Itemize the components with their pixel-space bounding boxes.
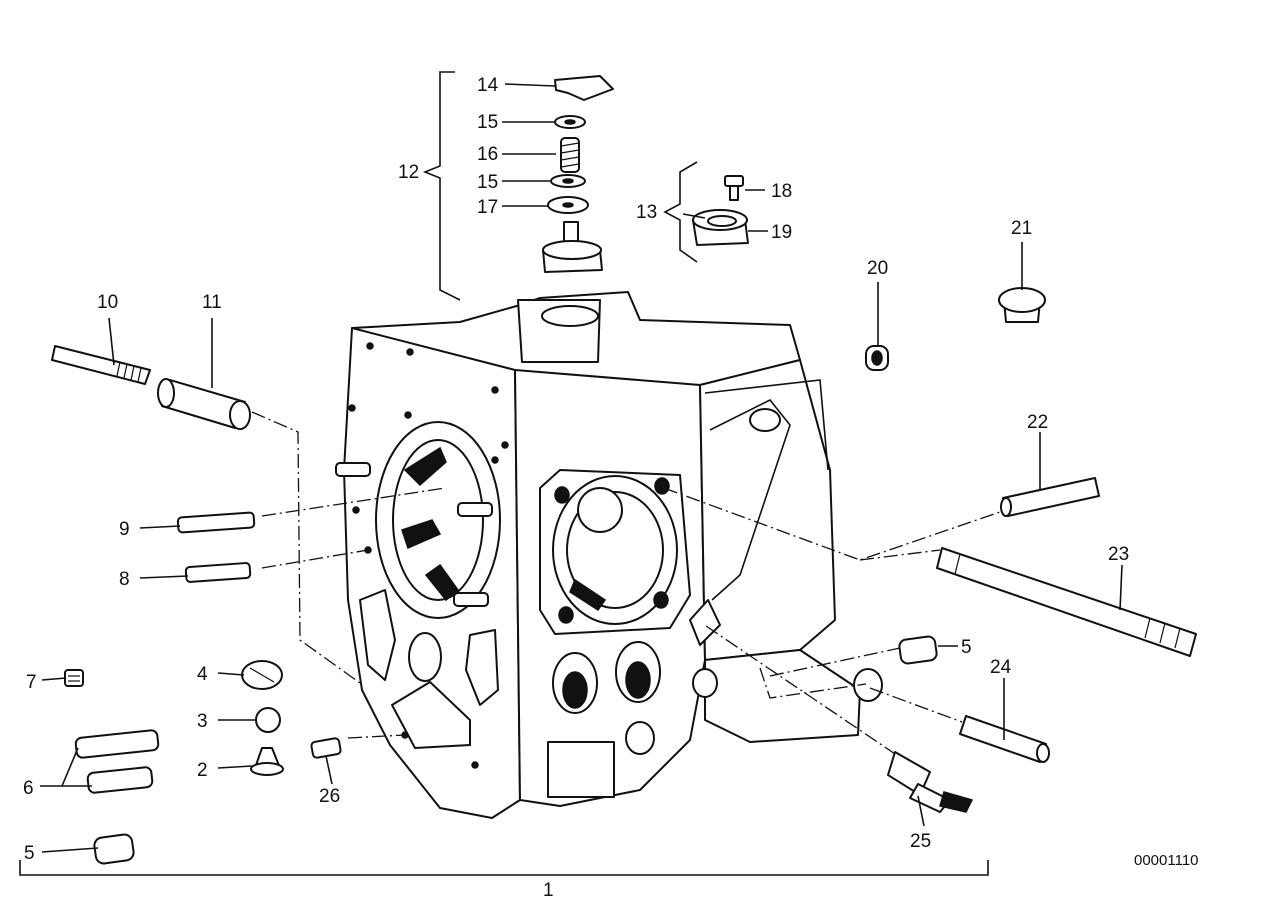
part-5-plug-right bbox=[898, 635, 938, 665]
callout-3: 3 bbox=[197, 711, 208, 732]
part-23-long-stud bbox=[936, 547, 1197, 657]
callout-16: 16 bbox=[477, 144, 498, 165]
callout-20: 20 bbox=[867, 258, 888, 279]
part-22-pin bbox=[1000, 477, 1100, 517]
callout-25: 25 bbox=[910, 831, 931, 852]
part-11-sleeve bbox=[157, 378, 251, 430]
callout-5-left: 5 bbox=[24, 843, 35, 864]
callout-26: 26 bbox=[319, 786, 340, 807]
callout-11: 11 bbox=[202, 292, 222, 313]
assembly-lines bbox=[251, 411, 1001, 761]
callout-4: 4 bbox=[197, 664, 208, 685]
callout-9: 9 bbox=[119, 519, 130, 540]
callout-12: 12 bbox=[398, 162, 419, 183]
part-16-spring bbox=[560, 137, 580, 173]
callout-24: 24 bbox=[990, 657, 1012, 678]
part-14-retainer-plate bbox=[554, 75, 614, 101]
callout-1: 1 bbox=[543, 880, 554, 901]
callout-8: 8 bbox=[119, 569, 130, 590]
callout-22: 22 bbox=[1027, 412, 1048, 433]
callout-2: 2 bbox=[197, 760, 208, 781]
part-15-washer-top bbox=[554, 115, 586, 129]
part-8-stud bbox=[184, 562, 252, 583]
part-21-plug-cap bbox=[998, 287, 1046, 323]
part-9-stud bbox=[176, 511, 256, 534]
callout-15-bottom: 15 bbox=[477, 172, 498, 193]
part-15-washer-bottom bbox=[550, 174, 586, 188]
part-24-pin bbox=[959, 715, 1050, 763]
valve-housing bbox=[542, 221, 603, 273]
callout-15-top: 15 bbox=[477, 112, 498, 133]
part-7-grub-screw bbox=[64, 669, 84, 687]
part-20-sealing-ring bbox=[865, 345, 889, 371]
part-5-plug-left bbox=[93, 833, 135, 865]
callout-17: 17 bbox=[477, 197, 498, 218]
callout-21: 21 bbox=[1011, 218, 1032, 239]
part-2-spring-cup bbox=[250, 747, 284, 776]
part-18-screw bbox=[724, 175, 744, 201]
document-number: 00001110 bbox=[1134, 852, 1199, 869]
callout-7: 7 bbox=[26, 672, 37, 693]
callout-5-right: 5 bbox=[961, 637, 972, 658]
engine-block bbox=[335, 291, 883, 819]
part-4-slotted-plug bbox=[241, 660, 283, 690]
callout-18: 18 bbox=[771, 181, 792, 202]
callout-13: 13 bbox=[636, 202, 657, 223]
callout-10: 10 bbox=[97, 292, 118, 313]
callout-14: 14 bbox=[477, 75, 499, 96]
leader-lines bbox=[19, 71, 1123, 876]
part-19-clamp-ring bbox=[682, 209, 749, 246]
callout-labels: 14 15 16 12 15 17 18 13 19 21 20 10 11 2… bbox=[23, 75, 1199, 901]
part-10-stud bbox=[51, 345, 151, 385]
part-25-sender-switch bbox=[887, 751, 974, 813]
callout-6: 6 bbox=[23, 778, 34, 799]
part-17-plate bbox=[547, 196, 589, 214]
part-3-ball bbox=[255, 707, 281, 733]
callout-19: 19 bbox=[771, 222, 792, 243]
callout-23: 23 bbox=[1108, 544, 1129, 565]
part-6-studs bbox=[74, 729, 160, 794]
part-26-dowel bbox=[310, 737, 342, 759]
